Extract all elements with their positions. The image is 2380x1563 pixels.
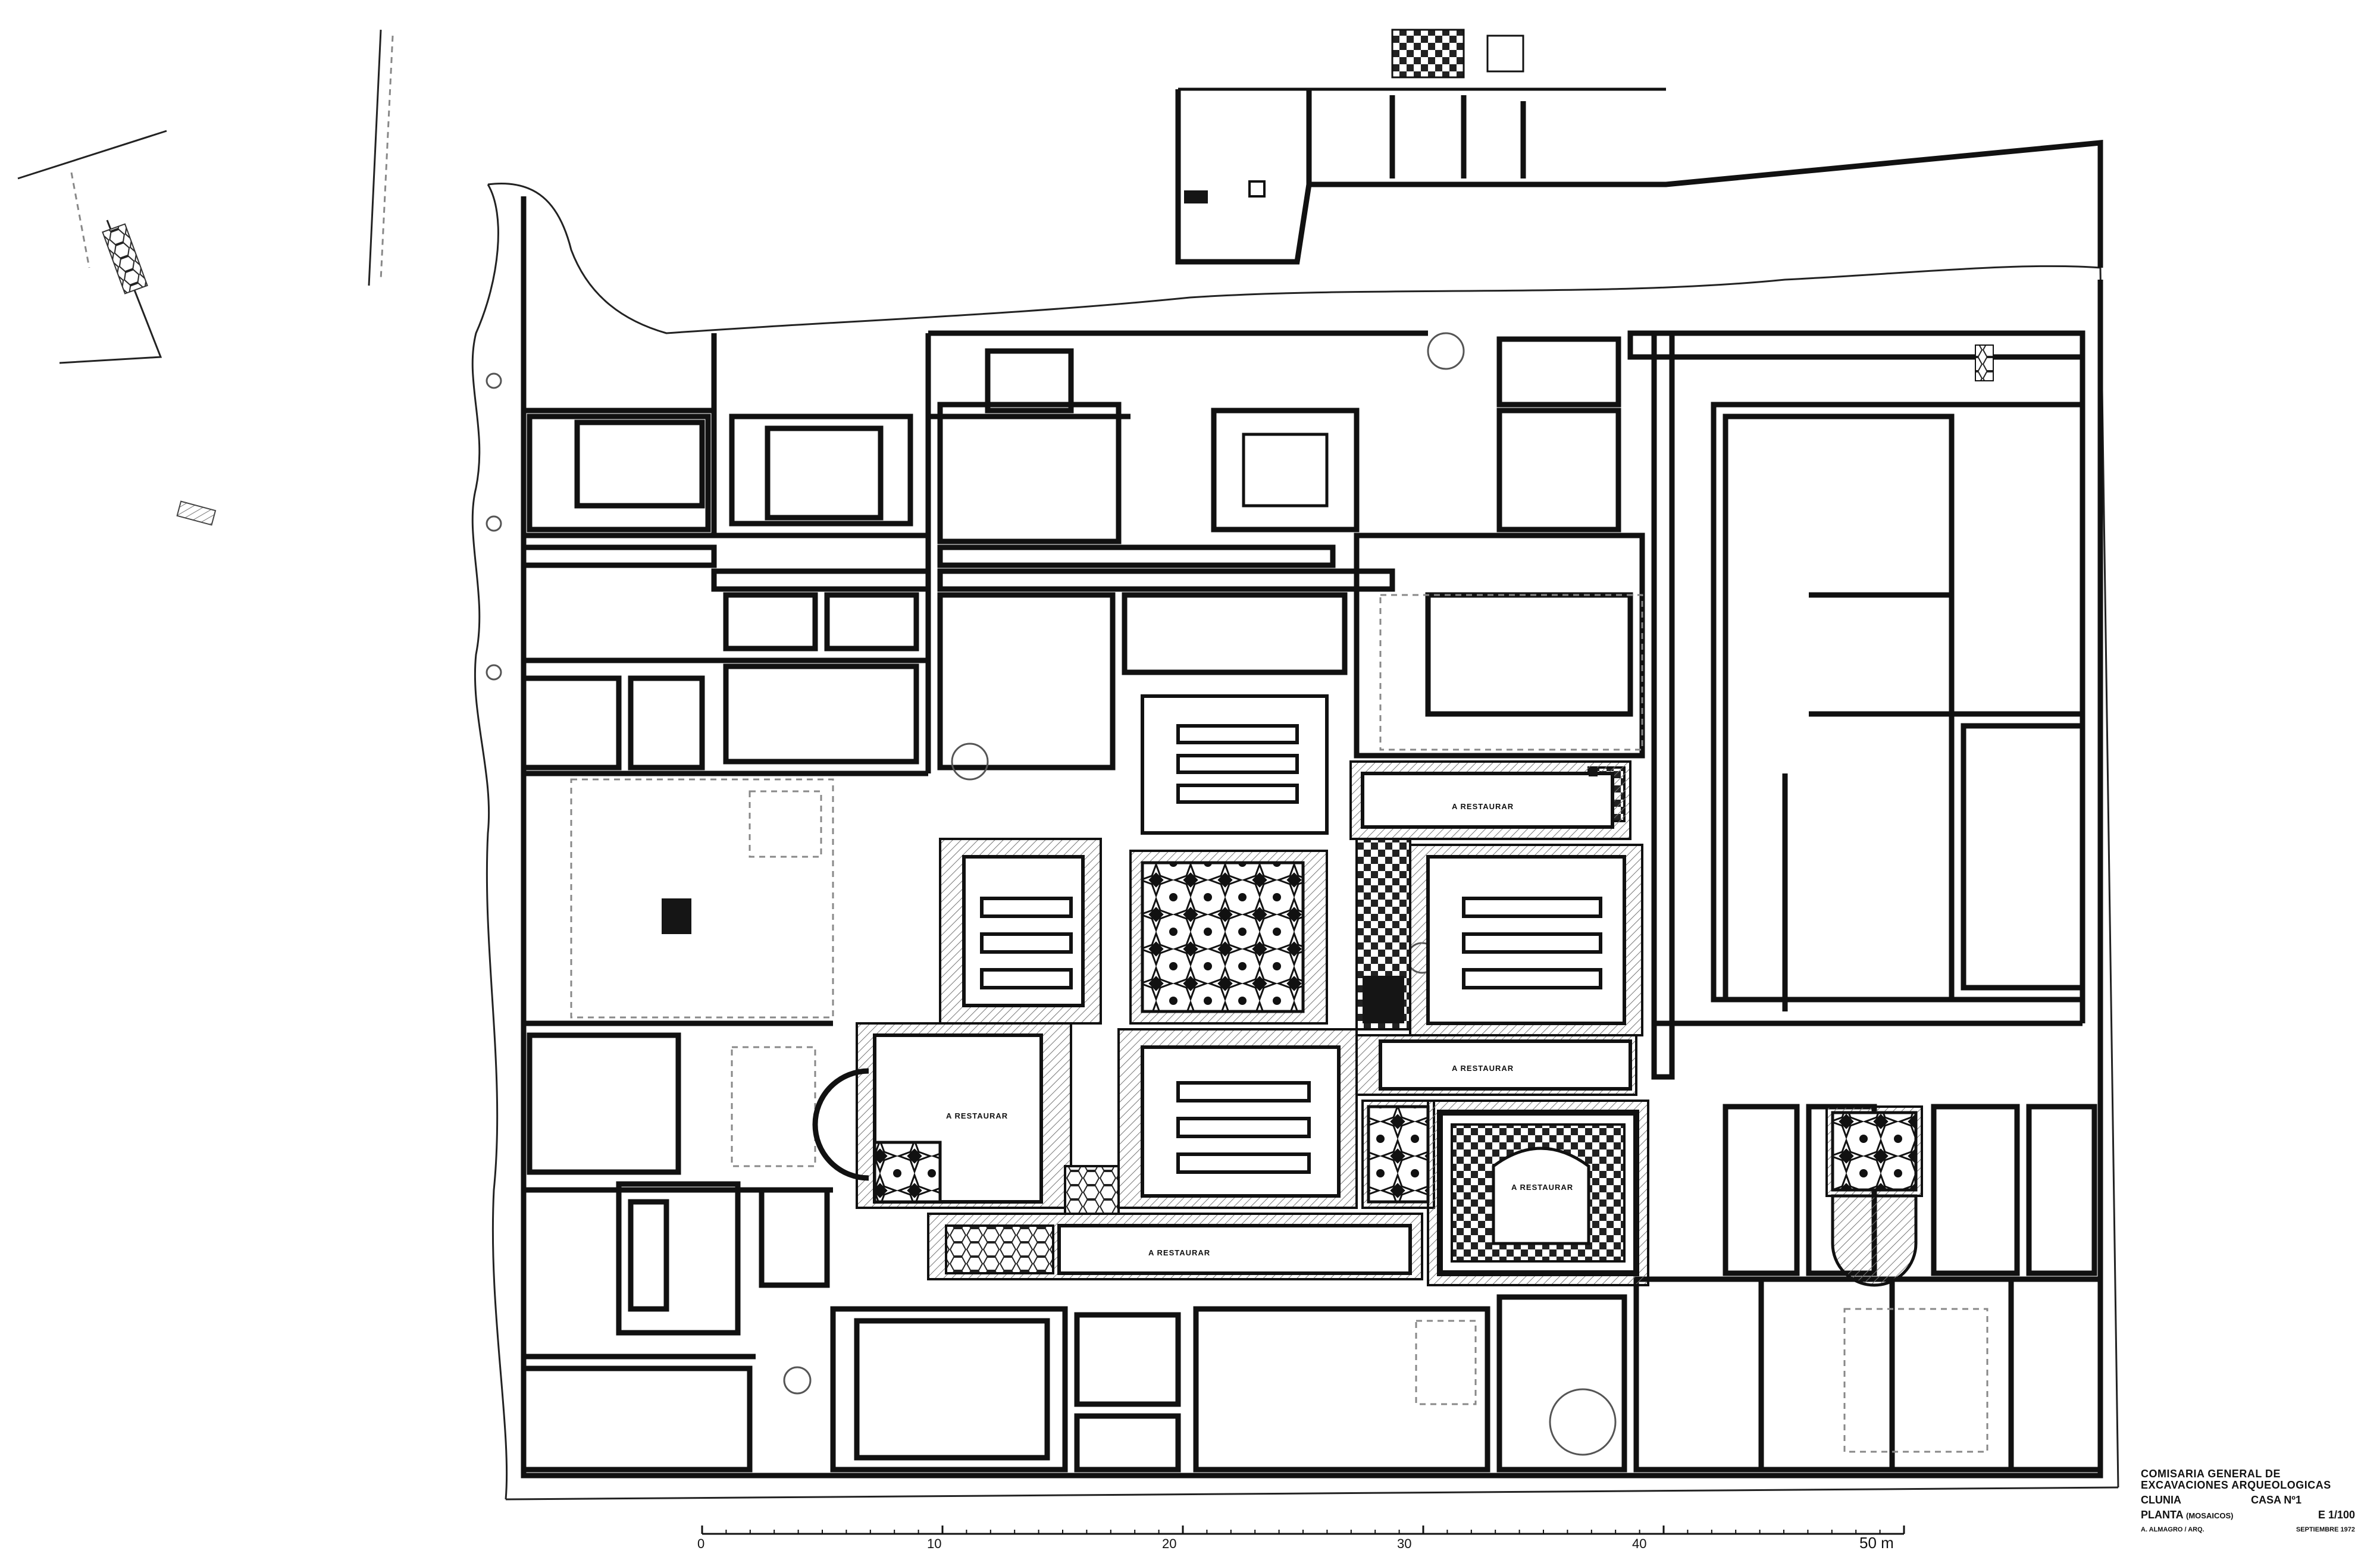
restore-panel-1: [1361, 772, 1614, 829]
dark-markers: [662, 344, 1994, 934]
restore-panel-2: [1379, 1039, 1632, 1091]
date: SEPTIEMBRE 1972: [2296, 1526, 2355, 1533]
foundation-traces: [570, 594, 1988, 1453]
restore-label-4: A RESTAURAR: [1148, 1248, 1210, 1257]
institution-line-1: COMISARIA GENERAL DE: [2141, 1468, 2281, 1480]
hex-mosaic-small: [1064, 1165, 1120, 1215]
house-name: CASA Nº1: [2251, 1493, 2301, 1506]
mosaic-complex: A RESTAURAR A RESTAURAR A RESTAURAR A RE…: [812, 694, 1923, 1287]
scale-tick-30: 30: [1397, 1536, 1411, 1551]
courtyard-slabs-center: [1176, 1081, 1311, 1174]
courtyard-slabs-top: [1176, 724, 1299, 804]
restore-label-2: A RESTAURAR: [1452, 1064, 1514, 1073]
restore-label-5: A RESTAURAR: [1511, 1183, 1573, 1192]
restore-panel-4: [1057, 1224, 1412, 1275]
restore-label-1: A RESTAURAR: [1452, 802, 1514, 811]
credits-row: A. ALMAGRO / ARQ. SEPTIEMBRE 1972: [2141, 1526, 2355, 1534]
scale-bar: 0 10 20 30 40 50 m: [697, 1526, 1905, 1552]
excavation-boundary: [471, 29, 2119, 1501]
scale-tick-10: 10: [927, 1536, 941, 1551]
scale-tick-0: 0: [697, 1536, 704, 1551]
restore-label-3: A RESTAURAR: [946, 1111, 1008, 1120]
courtyard-slabs-right: [1462, 897, 1602, 989]
institution-line-2: EXCAVACIONES ARQUEOLOGICAS: [2141, 1479, 2331, 1491]
hex-mosaic-long: [945, 1224, 1054, 1274]
outlying-fragments: [17, 29, 394, 526]
star-mosaic-right: [1831, 1111, 1918, 1192]
drawing-scale: E 1/100: [2318, 1508, 2355, 1521]
site-name: CLUNIA: [2141, 1493, 2181, 1506]
sheet-row: PLANTA (MOSAICOS) E 1/100: [2141, 1509, 2355, 1521]
site-row: CLUNIA CASA Nº1: [2141, 1493, 2355, 1506]
star-mosaic-panel: [1141, 861, 1305, 1013]
restore-panel-5: [1492, 1147, 1590, 1245]
scale-tick-20: 20: [1162, 1536, 1176, 1551]
star-mosaic-small: [1367, 1105, 1430, 1204]
title-block: COMISARIA GENERAL DE EXCAVACIONES ARQUEO…: [2141, 1468, 2355, 1558]
courtyard-slabs-left: [980, 897, 1073, 989]
sheet-name: PLANTA: [2141, 1508, 2183, 1521]
sheet-note: (MOSAICOS): [2186, 1511, 2234, 1520]
scale-tick-40: 40: [1632, 1536, 1646, 1551]
wall-grid: [521, 196, 2103, 1479]
author: A. ALMAGRO / ARQ.: [2141, 1526, 2204, 1533]
scale-end-label: 50 m: [1859, 1534, 1894, 1552]
